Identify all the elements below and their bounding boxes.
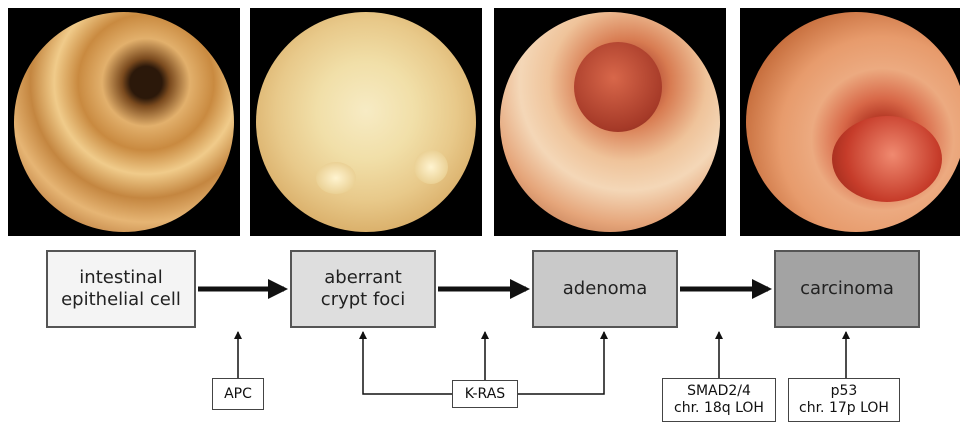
stage-label-line1: aberrant [321,267,405,289]
stage-box-adenoma: adenoma [532,250,678,328]
stage-box-aberrant-crypt-foci: aberrant crypt foci [290,250,436,328]
mutation-box-p53: p53 chr. 17p LOH [788,378,900,422]
mutation-label: APC [224,386,252,403]
stage-label: adenoma [563,278,648,300]
mutation-label: K-RAS [465,386,505,403]
stage-label-line2: crypt foci [321,289,405,311]
mutation-box-kras: K-RAS [452,380,518,408]
kras-bracket-right [518,332,604,394]
stage-label-line1: intestinal [61,267,181,289]
mutation-label-line1: SMAD2/4 [674,383,764,400]
mutation-box-smad: SMAD2/4 chr. 18q LOH [662,378,776,422]
mutation-label-line1: p53 [799,383,889,400]
stage-label-line2: epithelial cell [61,289,181,311]
stage-label: carcinoma [800,278,894,300]
mutation-label-line2: chr. 18q LOH [674,400,764,417]
kras-bracket-left [363,332,452,394]
mutation-label-line2: chr. 17p LOH [799,400,889,417]
stage-box-intestinal-epithelial-cell: intestinal epithelial cell [46,250,196,328]
mutation-box-apc: APC [212,378,264,410]
stage-box-carcinoma: carcinoma [774,250,920,328]
